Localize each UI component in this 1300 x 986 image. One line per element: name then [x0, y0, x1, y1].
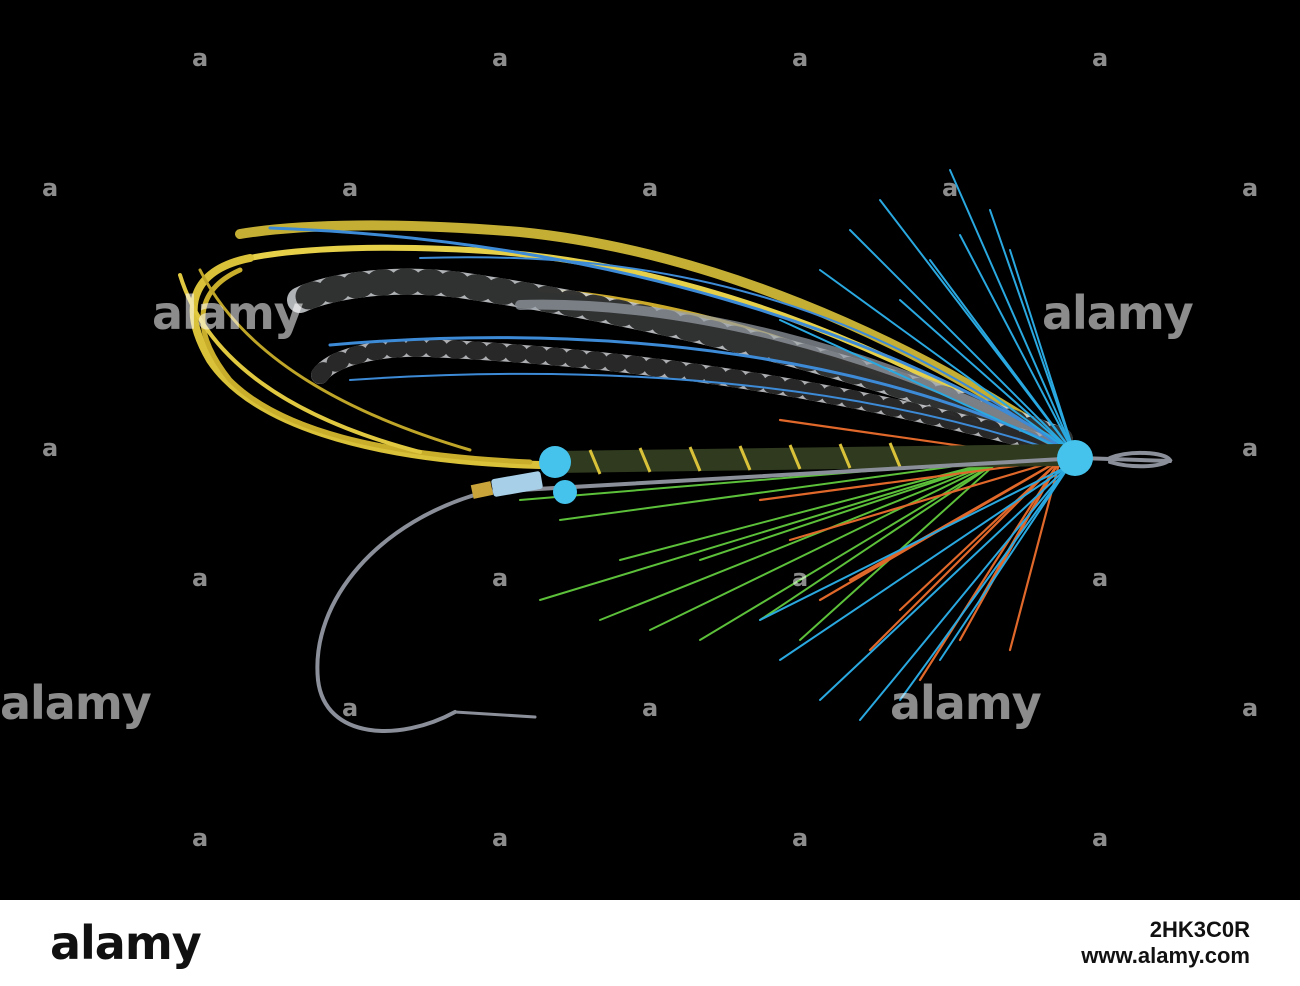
- site-url[interactable]: www.alamy.com: [1081, 943, 1250, 968]
- watermark-mark: a: [942, 174, 959, 202]
- watermark-mark: a: [42, 434, 59, 462]
- watermark-alamy: alamy: [0, 676, 152, 730]
- watermark-mark: a: [42, 174, 59, 202]
- watermark-mark: a: [192, 564, 209, 592]
- watermark-mark: a: [1242, 174, 1259, 202]
- stock-footer: alamy 2HK3C0R www.alamy.com: [0, 900, 1300, 986]
- watermark-mark: a: [642, 694, 659, 722]
- watermark-alamy: alamy: [152, 286, 304, 340]
- watermark-mark: a: [1092, 44, 1109, 72]
- watermark-alamy: alamy: [890, 676, 1042, 730]
- watermark-mark: a: [342, 174, 359, 202]
- orange-hackle: [758, 418, 1062, 682]
- footer-info: 2HK3C0R www.alamy.com: [1081, 917, 1250, 969]
- watermark-mark: a: [1242, 434, 1259, 462]
- gold-tag: [470, 481, 494, 499]
- watermark-mark: a: [1092, 824, 1109, 852]
- blue-hackle-bottom: [759, 464, 1071, 721]
- rear-butt: [553, 480, 577, 504]
- blue-hackle-top: [779, 169, 1076, 456]
- image-id: 2HK3C0R: [1149, 917, 1250, 942]
- alamy-logo: alamy: [50, 916, 202, 970]
- watermark-mark: a: [792, 824, 809, 852]
- fishing-fly-photo: [178, 169, 1173, 733]
- watermark-mark: a: [492, 564, 509, 592]
- tail-butt: [539, 446, 571, 478]
- silk-tip: [491, 471, 543, 497]
- fly-body: [544, 442, 1071, 475]
- watermark-mark: a: [642, 174, 659, 202]
- watermark-alamy: alamy: [1042, 286, 1194, 340]
- watermark-mark: a: [492, 824, 509, 852]
- watermark-mark: a: [1092, 564, 1109, 592]
- head: [1057, 440, 1093, 476]
- watermark-mark: a: [792, 564, 809, 592]
- hook: [315, 450, 1173, 733]
- blue-wing-strands: [268, 226, 1077, 456]
- watermark-mark: a: [792, 44, 809, 72]
- watermark-mark: a: [192, 44, 209, 72]
- watermark-mark: a: [1242, 694, 1259, 722]
- watermark-mark: a: [342, 694, 359, 722]
- watermark-mark: a: [492, 44, 509, 72]
- watermark-mark: a: [192, 824, 209, 852]
